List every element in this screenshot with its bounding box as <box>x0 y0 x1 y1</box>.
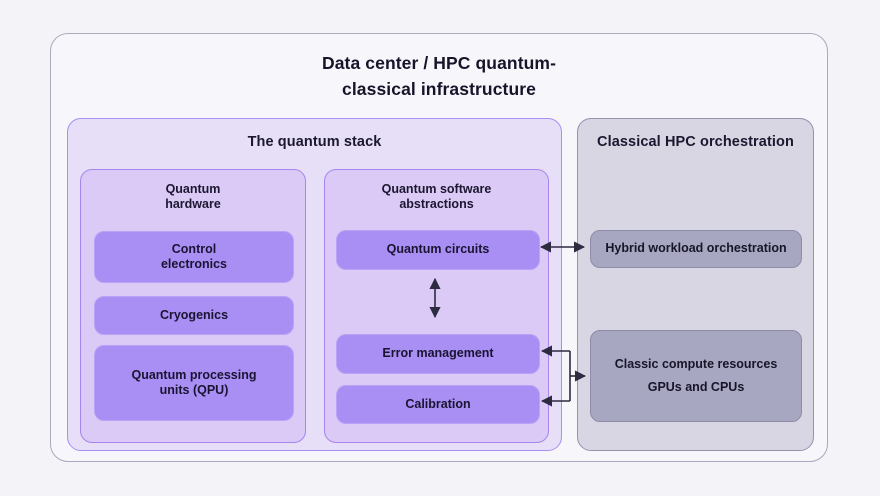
node-calibration: Calibration <box>336 385 540 424</box>
node-classic-compute-resources: Classic compute resources GPUs and CPUs <box>590 330 802 422</box>
quantum-software-group: Quantum software abstractions Quantum ci… <box>324 169 549 443</box>
quantum-hardware-label: Quantum hardware <box>165 182 221 211</box>
classical-hpc-title: Classical HPC orchestration <box>597 134 794 150</box>
compute-resources-line1: Classic compute resources <box>614 357 778 371</box>
node-error-management: Error management <box>336 334 540 374</box>
quantum-stack-panel: The quantum stack Quantum hardware Contr… <box>67 118 562 451</box>
node-quantum-circuits: Quantum circuits <box>336 230 540 270</box>
node-qpu: Quantum processing units (QPU) <box>94 345 294 421</box>
quantum-stack-title: The quantum stack <box>247 134 382 150</box>
diagram-title: Data center / HPC quantum- classical inf… <box>321 53 557 99</box>
compute-resources-line2: GPUs and CPUs <box>647 379 745 394</box>
node-cryogenics: Cryogenics <box>94 296 294 335</box>
quantum-software-label: Quantum software abstractions <box>381 182 492 211</box>
node-hybrid-workload-orchestration: Hybrid workload orchestration <box>590 230 802 268</box>
classical-hpc-panel: Classical HPC orchestration Hybrid workl… <box>577 118 814 451</box>
quantum-hardware-group: Quantum hardware Control electronics Cry… <box>80 169 306 443</box>
node-control-electronics: Control electronics <box>94 231 294 283</box>
outer-container: Data center / HPC quantum- classical inf… <box>50 33 828 462</box>
